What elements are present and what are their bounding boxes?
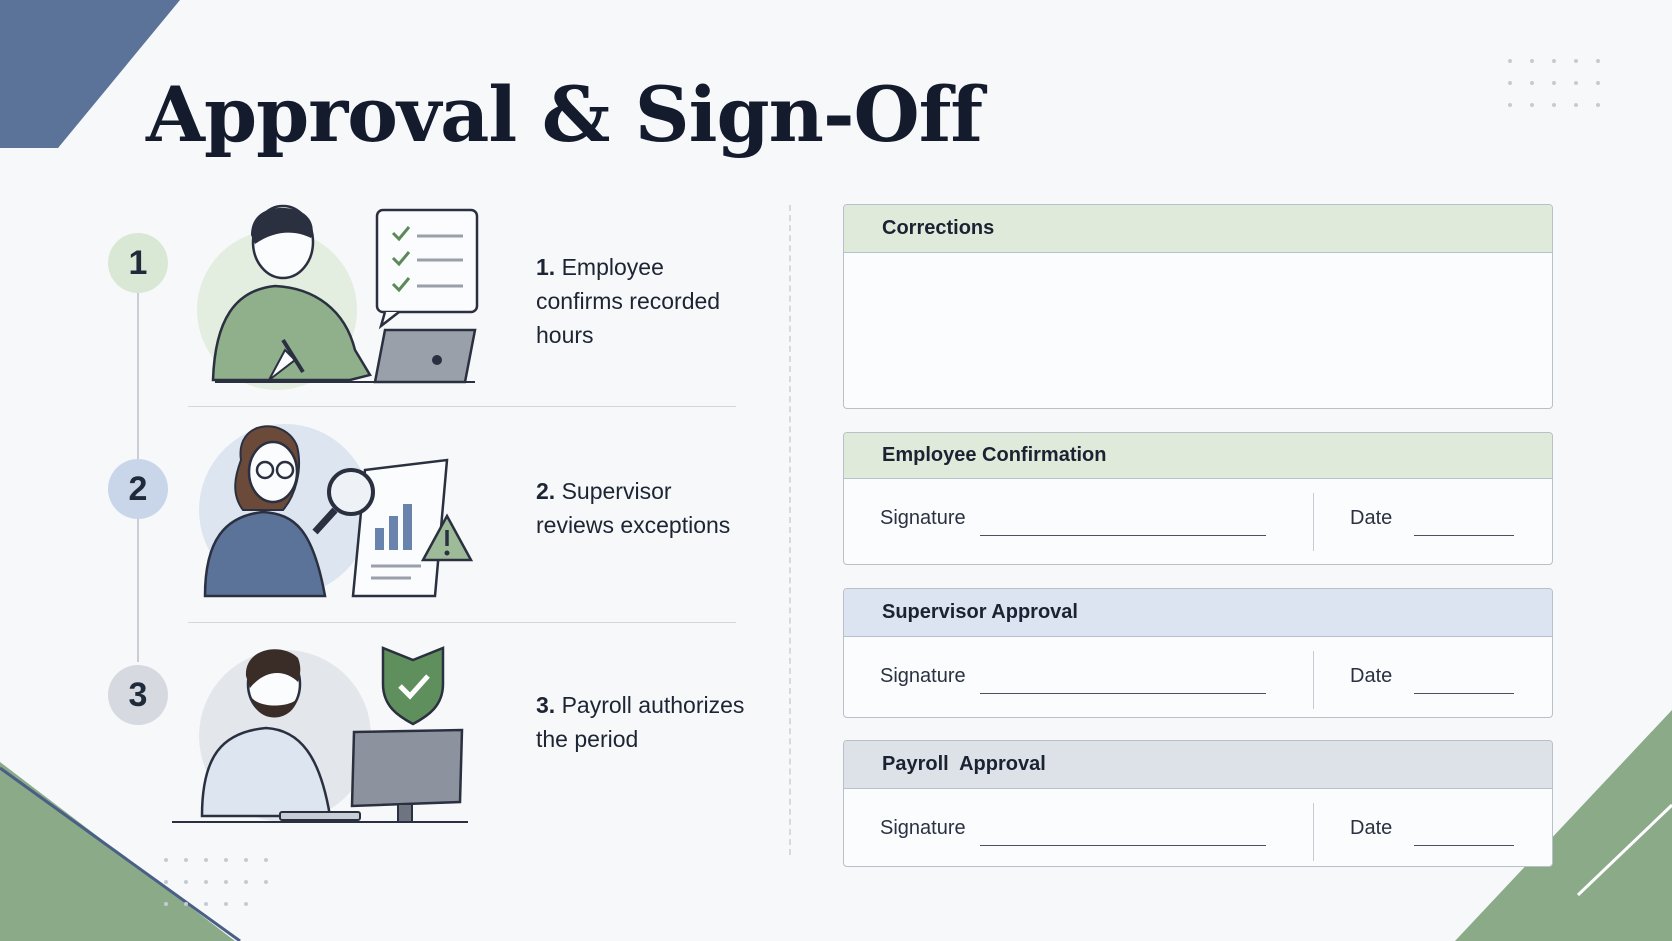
supervisor-illustration (199, 424, 474, 598)
step-divider (188, 622, 736, 623)
step-divider (188, 406, 736, 407)
supervisor-signature-field[interactable] (980, 693, 1266, 694)
step-2-badge: 2 (108, 459, 168, 519)
signature-label: Signature (880, 665, 966, 687)
employee-sign-row: Signature Date (844, 479, 1552, 563)
step-3-text: 3. Payroll authorizes the period (536, 692, 745, 752)
payroll-signature-field[interactable] (980, 845, 1266, 846)
employee-date-field[interactable] (1414, 535, 1514, 536)
bar-chart-icon (351, 458, 449, 598)
page-title: Approval & Sign-Off (146, 70, 983, 159)
employee-signature-field[interactable] (980, 535, 1266, 536)
date-label: Date (1350, 665, 1393, 687)
supervisor-approval-header: Supervisor Approval (844, 589, 1552, 637)
step-1-badge: 1 (108, 233, 168, 293)
payroll-illustration (172, 646, 468, 823)
step-3-badge: 3 (108, 665, 168, 725)
payroll-sign-row: Signature Date (844, 789, 1552, 866)
field-divider (1313, 493, 1314, 551)
payroll-approval-header: Payroll Approval (844, 741, 1552, 789)
supervisor-sign-row: Signature Date (844, 637, 1552, 717)
payroll-date-field[interactable] (1414, 845, 1514, 846)
warning-icon (420, 513, 474, 562)
date-label: Date (1350, 817, 1393, 839)
corrections-textarea[interactable] (844, 253, 1552, 408)
checklist-icon (375, 208, 479, 330)
supervisor-approval-panel: Supervisor Approval Signature Date (843, 588, 1553, 718)
laptop-icon (373, 328, 477, 384)
magnifier-icon (312, 468, 375, 535)
employee-confirmation-panel: Employee Confirmation Signature Date (843, 432, 1553, 565)
column-divider (789, 205, 791, 855)
signature-label: Signature (880, 507, 966, 529)
payroll-approval-panel: Payroll Approval Signature Date (843, 740, 1553, 867)
supervisor-date-field[interactable] (1414, 693, 1514, 694)
corrections-header: Corrections (844, 205, 1552, 253)
monitor-icon (350, 728, 464, 823)
date-label: Date (1350, 507, 1393, 529)
employee-illustration (197, 204, 479, 390)
field-divider (1313, 803, 1314, 861)
field-divider (1313, 651, 1314, 709)
shield-check-icon (381, 646, 445, 726)
step-1-text: 1. Employee confirms recorded hours (536, 254, 721, 348)
corrections-panel: Corrections (843, 204, 1553, 409)
step-2-text: 2. Supervisor reviews exceptions (536, 478, 731, 538)
employee-confirmation-header: Employee Confirmation (844, 433, 1552, 479)
signature-label: Signature (880, 817, 966, 839)
